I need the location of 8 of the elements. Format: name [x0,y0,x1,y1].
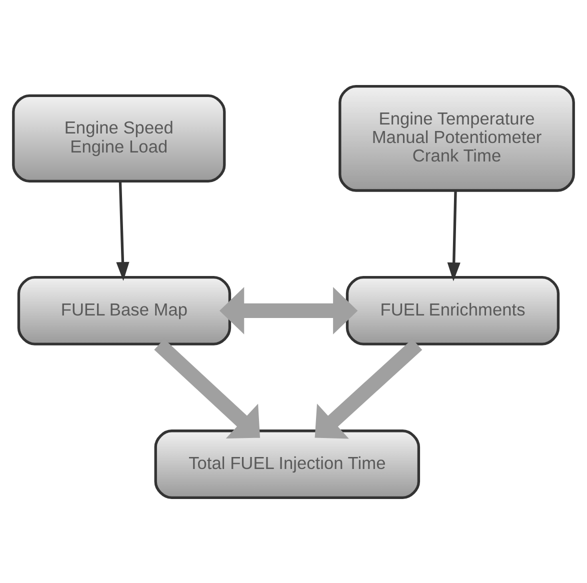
node-box: Engine Temperature Manual Potentiometer Crank Time [338,84,575,192]
arrow [116,180,130,280]
node-box: FUEL Base Map [17,275,232,345]
node-box: FUEL Enrichments [346,275,560,345]
node-box: Engine Speed Engine Load [12,94,226,182]
arrow [447,190,460,281]
node-box: Total FUEL Injection Time [154,429,420,498]
arrow [220,286,358,334]
